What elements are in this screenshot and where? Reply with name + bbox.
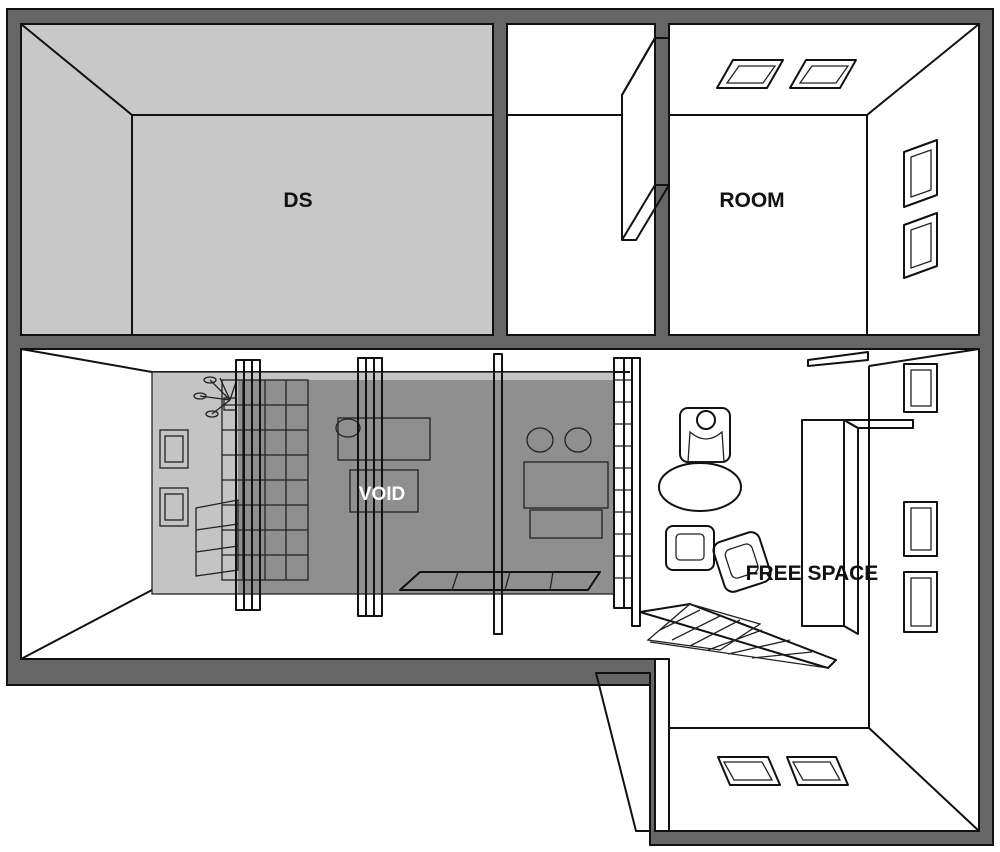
plant-icon	[193, 376, 237, 418]
person-seated-icon	[679, 407, 731, 463]
skylight-icon	[789, 59, 857, 89]
armchair-icon	[335, 418, 592, 453]
label-void: VOID	[359, 484, 405, 505]
panels	[235, 353, 641, 635]
skylight-icon	[786, 756, 849, 786]
window-icon	[159, 487, 189, 527]
skylight-icon	[717, 756, 781, 786]
armchair-icon	[712, 531, 772, 593]
cabinet	[195, 499, 239, 577]
stair-icon	[639, 603, 837, 669]
room-ds	[20, 23, 494, 336]
table-icon	[337, 417, 609, 539]
window-icon	[903, 212, 938, 279]
skylight-icon	[716, 59, 784, 89]
label-ds: DS	[283, 189, 312, 212]
label-room: ROOM	[719, 189, 784, 212]
window-icon	[903, 363, 938, 413]
label-free-space: FREE SPACE	[746, 562, 879, 585]
stair-icon	[399, 571, 601, 591]
window-icon	[159, 429, 189, 469]
room-free-space	[639, 351, 938, 786]
table-icon	[658, 462, 742, 512]
window-icon	[903, 501, 938, 557]
window-icon	[903, 139, 938, 208]
window-icon	[903, 571, 938, 633]
room-room	[506, 23, 980, 336]
